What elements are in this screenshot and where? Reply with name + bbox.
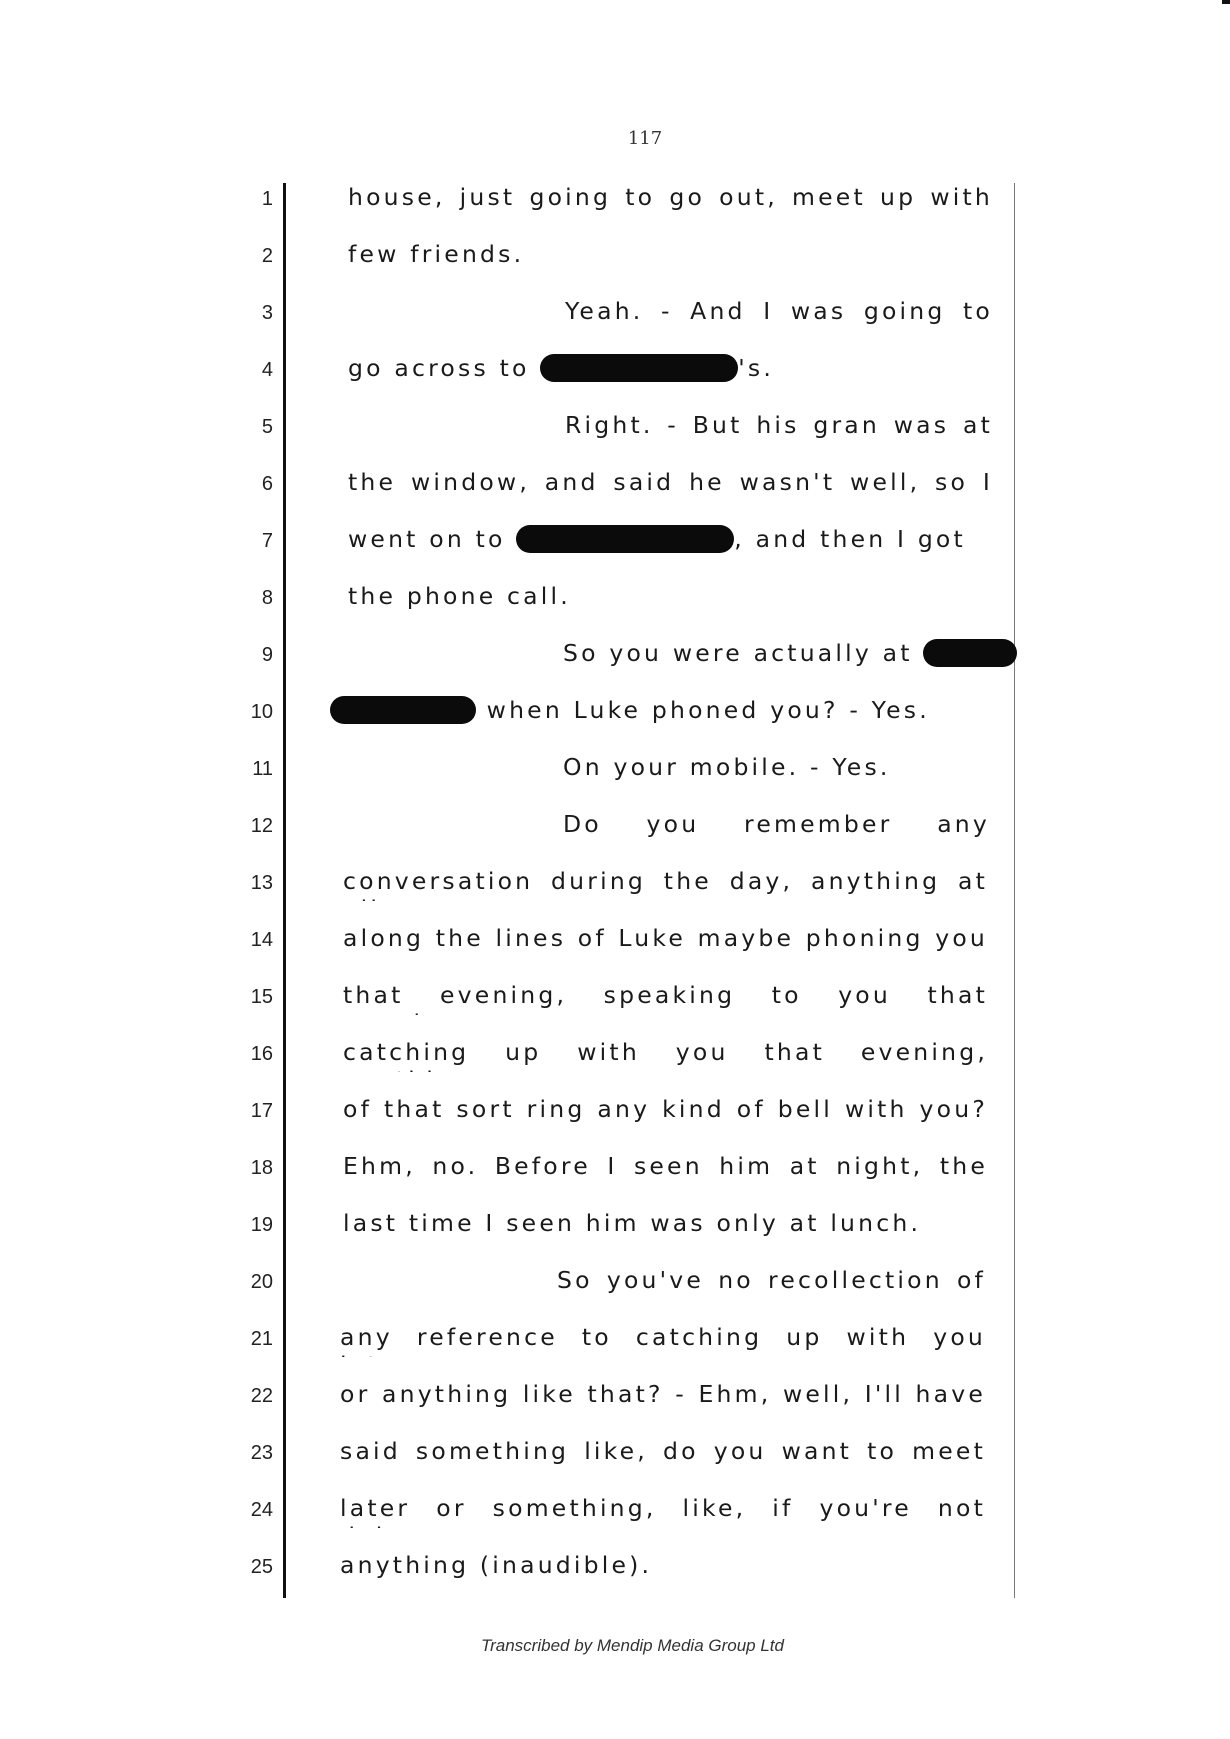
line-number: 1 (261, 188, 273, 210)
transcript-line: when Luke phoned you? - Yes. (330, 696, 930, 724)
transcript-line: conversation during the day, anything at… (343, 867, 988, 901)
footer-credit: Transcribed by Mendip Media Group Ltd (480, 1636, 784, 1655)
transcript-line: go across to 's. (348, 354, 774, 382)
transcript-line: last time I seen him was only at lunch. (343, 1209, 922, 1237)
transcript-line: So you were actually at (563, 639, 1018, 667)
line-number: 14 (250, 929, 273, 951)
line-segment: 's. (738, 354, 775, 382)
transcript-line: anything (inaudible). (340, 1551, 653, 1579)
line-segment: , and then I got (734, 525, 966, 553)
line-number: 21 (250, 1328, 273, 1350)
transcript-line: house, just going to go out, meet up wit… (348, 183, 993, 217)
line-number: 2 (261, 245, 273, 267)
page-number: 117 (627, 128, 663, 149)
line-segment: go across to (348, 354, 541, 382)
line-segment: So you were actually at (563, 639, 924, 667)
line-number: 5 (261, 416, 273, 438)
line-number: 22 (250, 1385, 273, 1407)
scan-corner-mark (1222, 0, 1230, 4)
line-number: 4 (261, 359, 273, 381)
transcript-line: of that sort ring any kind of bell with … (343, 1095, 988, 1129)
transcript-line: along the lines of Luke maybe phoning yo… (343, 924, 988, 952)
transcript-line: said something like, do you want to meet… (340, 1437, 986, 1471)
line-number: 25 (250, 1556, 273, 1578)
line-number: 20 (250, 1271, 273, 1293)
left-margin-rule (283, 183, 286, 1598)
transcript-line: Right. - But his gran was at (565, 411, 993, 439)
line-number: 8 (261, 587, 273, 609)
transcript-line: Ehm, no. Before I seen him at night, the (343, 1152, 988, 1180)
redaction-mark (330, 696, 476, 724)
line-segment: went on to (348, 525, 517, 553)
transcript-line: later or something, like, if you're not … (340, 1494, 986, 1528)
transcript-line: Yeah. - And I was going to (565, 297, 993, 325)
transcript-line: catching up with you that evening, anyth… (343, 1038, 988, 1072)
redaction-mark (540, 354, 739, 382)
redaction-mark (516, 525, 735, 553)
line-number: 10 (250, 701, 273, 723)
transcript-line: or anything like that? - Ehm, well, I'll… (340, 1380, 986, 1408)
transcript-line: that evening, speaking to you that eveni… (343, 981, 988, 1015)
line-number: 11 (252, 758, 273, 780)
line-number: 18 (250, 1157, 273, 1179)
line-number: 15 (250, 986, 273, 1008)
line-number: 3 (261, 302, 273, 324)
transcript-line: On your mobile. - Yes. (563, 753, 891, 781)
line-number: 13 (250, 872, 273, 894)
line-number: 9 (261, 644, 273, 666)
transcript-line: Do you remember any (563, 810, 990, 838)
transcript-line: the window, and said he wasn't well, so … (348, 468, 993, 496)
line-number: 23 (250, 1442, 273, 1464)
transcript-line: any reference to catching up with you la… (340, 1323, 986, 1357)
line-number: 7 (261, 530, 273, 552)
line-number: 12 (250, 815, 273, 837)
transcript-line: went on to , and then I got (348, 525, 966, 553)
line-number: 6 (261, 473, 273, 495)
transcript-line: few friends. (348, 240, 525, 268)
line-number: 16 (250, 1043, 273, 1065)
transcript-line: the phone call. (348, 582, 571, 610)
redaction-mark (923, 639, 1018, 667)
line-number: 24 (250, 1499, 273, 1521)
right-margin-rule (1014, 183, 1015, 1598)
line-number: 19 (250, 1214, 273, 1236)
transcript-line: So you've no recollection of (557, 1266, 986, 1294)
line-segment: when Luke phoned you? - Yes. (476, 696, 930, 724)
line-number: 17 (250, 1100, 273, 1122)
